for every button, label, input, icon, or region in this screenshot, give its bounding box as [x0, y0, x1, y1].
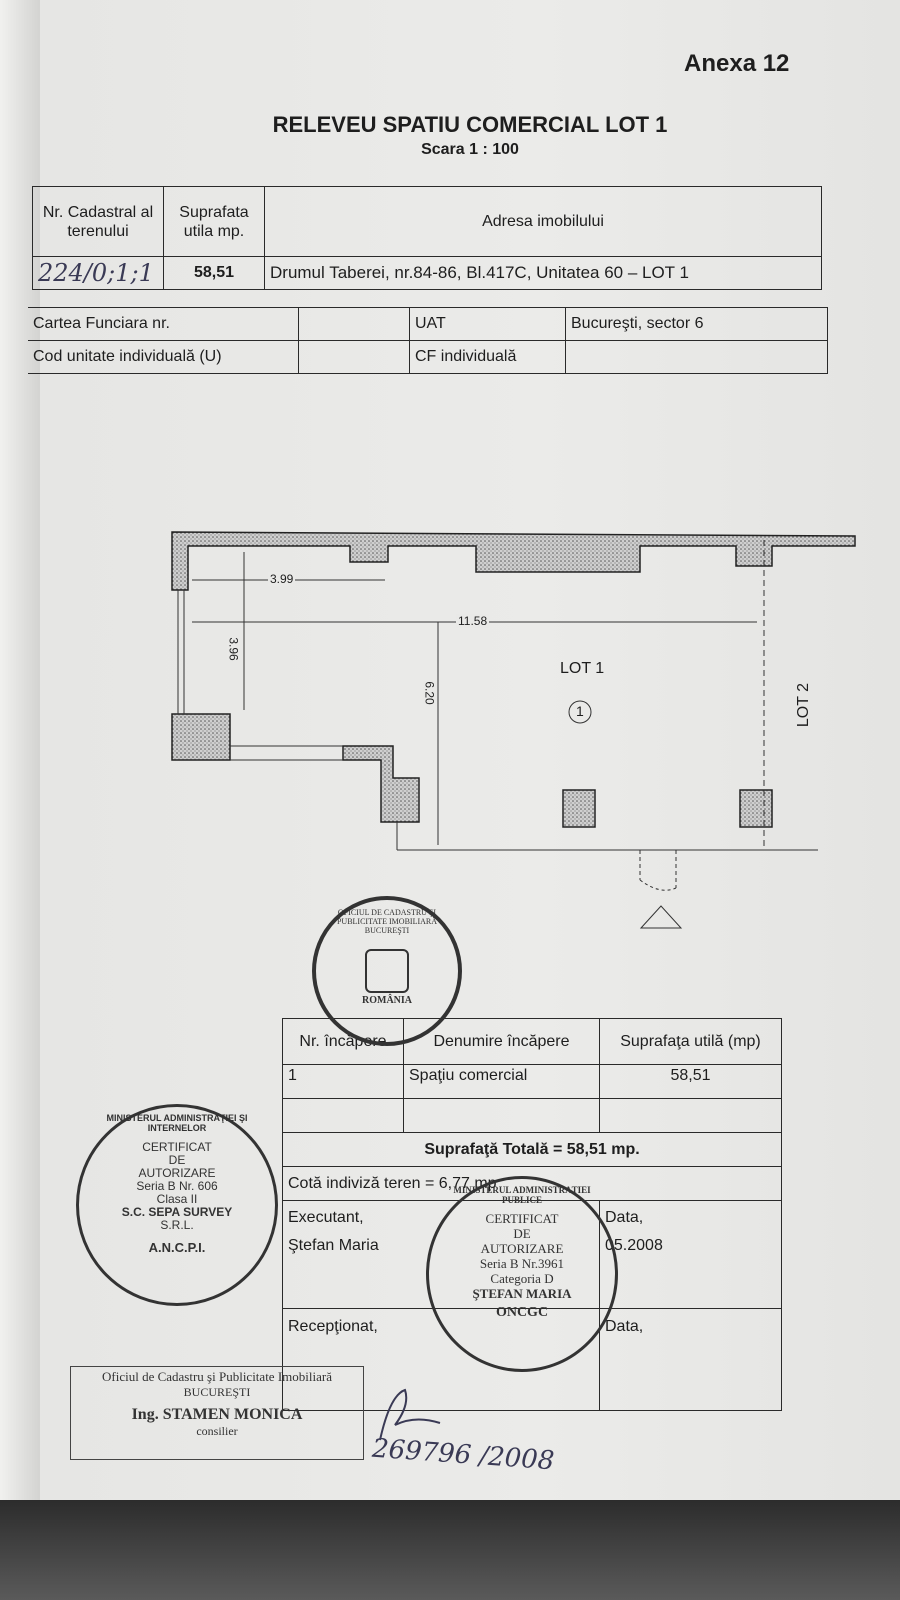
col-suprafata: Suprafata utila mp. [163, 186, 265, 257]
property-table: Nr. Cadastral al terenului Suprafata uti… [32, 186, 822, 290]
oncgc-authorization-stamp: MINISTERUL ADMINISTRAŢIEI PUBLICE CERTIF… [426, 1176, 618, 1372]
page-bottom-edge [0, 1500, 900, 1600]
uat-label: UAT [409, 307, 566, 341]
room-area: 58,51 [599, 1064, 782, 1099]
carte-funciara-label: Cartea Funciara nr. [28, 307, 299, 341]
ocpi-round-stamp: OFICIUL DE CADASTRU ŞI PUBLICITATE IMOBI… [312, 896, 462, 1046]
adresa-value: Drumul Taberei, nr.84-86, Bl.417C, Unita… [264, 256, 822, 290]
room-name: Spaţiu comercial [403, 1064, 600, 1099]
dimension-3-99: 3.99 [268, 572, 296, 586]
suprafata-value: 58,51 [163, 256, 265, 290]
lot-2-label: LOT 2 [795, 682, 813, 728]
scale-label: Scara 1 : 100 [421, 141, 519, 158]
wall-segment [342, 745, 420, 823]
corner-column [171, 713, 231, 761]
receptionat-data-label: Data, [599, 1308, 782, 1345]
anc-pi-authorization-stamp: MINISTERUL ADMINISTRAŢIEI ŞI INTERNELOR … [76, 1104, 278, 1306]
top-wall [171, 531, 856, 591]
cod-unitate-label: Cod unitate individuală (U) [28, 340, 299, 374]
executant-data-label: Data, [599, 1200, 782, 1235]
coat-of-arms-icon [365, 949, 409, 993]
signature [379, 1388, 441, 1441]
cf-individuala-value [565, 340, 828, 374]
total-area: Suprafaţă Totală = 58,51 mp. [282, 1132, 782, 1167]
executant-date: 05.2008 [599, 1234, 782, 1309]
carte-funciara-value [298, 307, 410, 341]
header-suprafata: Suprafaţa utilă (mp) [599, 1018, 782, 1065]
room-number: 1 [576, 703, 584, 719]
document-title: RELEVEU SPATIU COMERCIAL LOT 1 [272, 112, 668, 137]
column [562, 789, 596, 828]
dimension-3-96: 3.96 [226, 637, 241, 661]
cod-unitate-value [298, 340, 410, 374]
lot-1-label: LOT 1 [560, 660, 605, 677]
rooms-table: Nr. încăpere Denumire încăpere Suprafaţa… [282, 1018, 782, 1411]
cf-individuala-label: CF individuală [409, 340, 566, 374]
floor-plan [171, 531, 856, 828]
room-nr: 1 [282, 1064, 404, 1099]
nr-cadastral-value: 224/0;1;1 [32, 256, 164, 290]
dimension-6-20: 6.20 [422, 681, 437, 705]
dimension-11-58: 11.58 [456, 614, 490, 628]
column [739, 789, 773, 828]
ocpi-signature-box: Oficiul de Cadastru şi Publicitate Imobi… [70, 1366, 364, 1460]
annex-label: Anexa 12 [684, 50, 790, 77]
col-adresa: Adresa imobilului [264, 186, 822, 257]
